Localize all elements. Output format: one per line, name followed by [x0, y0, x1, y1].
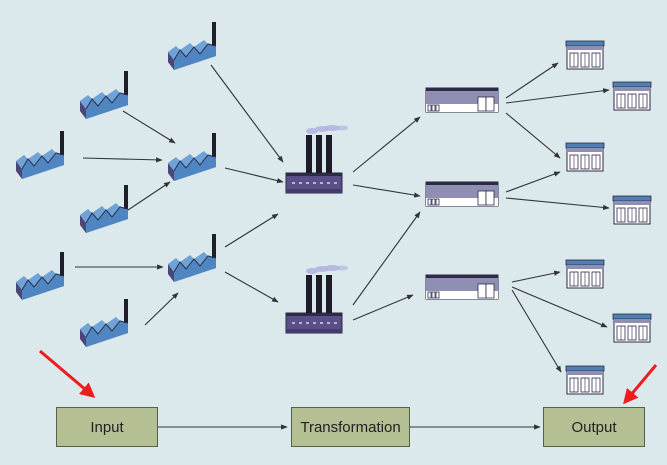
connector: [210, 64, 284, 163]
connector: [82, 157, 163, 163]
connector: [352, 211, 421, 306]
flow-connectors: [75, 62, 610, 430]
connector: [352, 184, 421, 198]
connector: [505, 88, 610, 104]
supplier-factory-icon: [79, 298, 129, 348]
transformation-stage-box: Transformation: [291, 407, 410, 447]
connector: [505, 112, 561, 159]
supplier-factory-icon: [79, 70, 129, 120]
supplier-factory-icon: [15, 130, 65, 180]
supplier-factory-icon: [167, 233, 217, 283]
manufacturing-plant-icon: [285, 124, 349, 194]
connector: [224, 167, 284, 184]
input-stage-box: Input: [56, 407, 158, 447]
connector: [505, 197, 610, 211]
connector: [352, 294, 414, 321]
manufacturing-plant-icon: [285, 264, 349, 334]
retail-store-icon: [612, 313, 652, 343]
connector: [511, 286, 608, 328]
warehouse-icon: [425, 181, 499, 207]
connector: [122, 110, 176, 144]
retail-store-icon: [565, 259, 605, 289]
retail-store-icon: [565, 142, 605, 172]
warehouse-icon: [425, 87, 499, 113]
retail-store-icon: [612, 81, 652, 111]
connector: [124, 181, 171, 213]
red-arrow-icon: [623, 364, 658, 405]
connector: [224, 213, 279, 248]
connector: [505, 171, 561, 193]
supplier-factory-icon: [167, 21, 217, 71]
red-arrow-icon: [39, 349, 96, 398]
supplier-factory-icon: [79, 184, 129, 234]
connector: [224, 271, 279, 303]
connector: [352, 116, 421, 173]
connector: [511, 289, 562, 373]
connector: [144, 292, 179, 326]
retail-store-icon: [565, 365, 605, 395]
connector: [505, 62, 559, 99]
warehouse-icon: [425, 274, 499, 300]
retail-store-icon: [565, 40, 605, 70]
retail-store-icon: [612, 195, 652, 225]
supplier-factory-icon: [167, 132, 217, 182]
connector: [511, 270, 561, 283]
output-stage-box: Output: [543, 407, 645, 447]
supplier-factory-icon: [15, 251, 65, 301]
